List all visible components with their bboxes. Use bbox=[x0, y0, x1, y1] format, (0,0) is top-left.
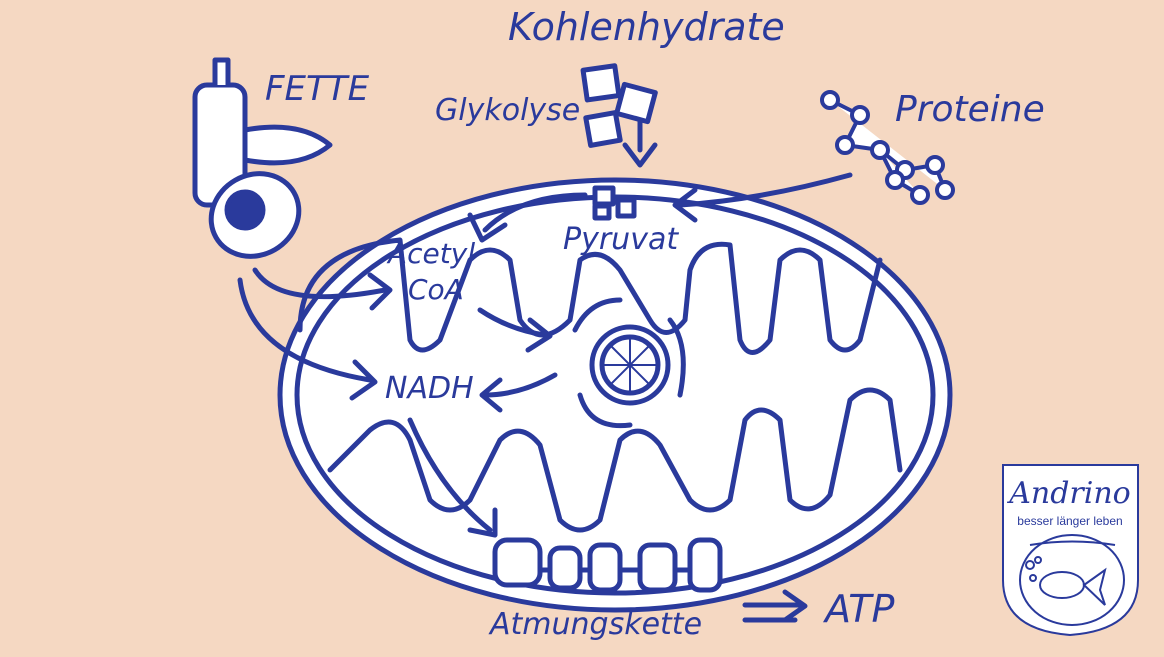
andrino-logo-shield bbox=[1002, 464, 1139, 637]
label-atp: ATP bbox=[825, 587, 895, 631]
arrow-fat-to-nadh bbox=[237, 277, 373, 383]
arrow-nadh-to-chain bbox=[407, 417, 493, 533]
sugar-cubes-icon bbox=[580, 63, 658, 221]
cristae bbox=[297, 237, 883, 355]
arrow-to-atp bbox=[742, 589, 808, 623]
arrow-acetyl-to-citrate bbox=[477, 307, 548, 338]
label-respiratory-chain: Atmungskette bbox=[490, 607, 703, 642]
fats-food-icon bbox=[192, 57, 333, 259]
label-acetyl: Acetyl bbox=[388, 237, 476, 270]
andrino-logo: Andrino besser länger leben bbox=[1000, 462, 1140, 634]
label-nadh: NADH bbox=[385, 371, 474, 406]
label-fats: FETTE bbox=[265, 69, 370, 109]
label-coa: CoA bbox=[408, 273, 464, 306]
logo-tagline: besser länger leben bbox=[1017, 514, 1123, 528]
label-pyruvate: Pyruvat bbox=[563, 222, 679, 257]
protein-molecule-icon bbox=[820, 90, 955, 205]
fishbowl-icon bbox=[1019, 534, 1125, 626]
label-carbohydrates: Kohlenhydrate bbox=[508, 5, 785, 49]
arrow-fat-to-acetyl bbox=[252, 267, 388, 300]
logo-name: Andrino bbox=[1009, 476, 1131, 511]
label-proteins: Proteine bbox=[895, 89, 1045, 130]
cristae-lower bbox=[327, 387, 903, 533]
arrow-citrate-to-nadh bbox=[482, 372, 558, 398]
arrow-pyruvat-to-acetyl bbox=[482, 192, 588, 233]
arrow-protein-to-pyruvat bbox=[677, 172, 853, 208]
label-glycolysis: Glykolyse bbox=[435, 93, 581, 128]
